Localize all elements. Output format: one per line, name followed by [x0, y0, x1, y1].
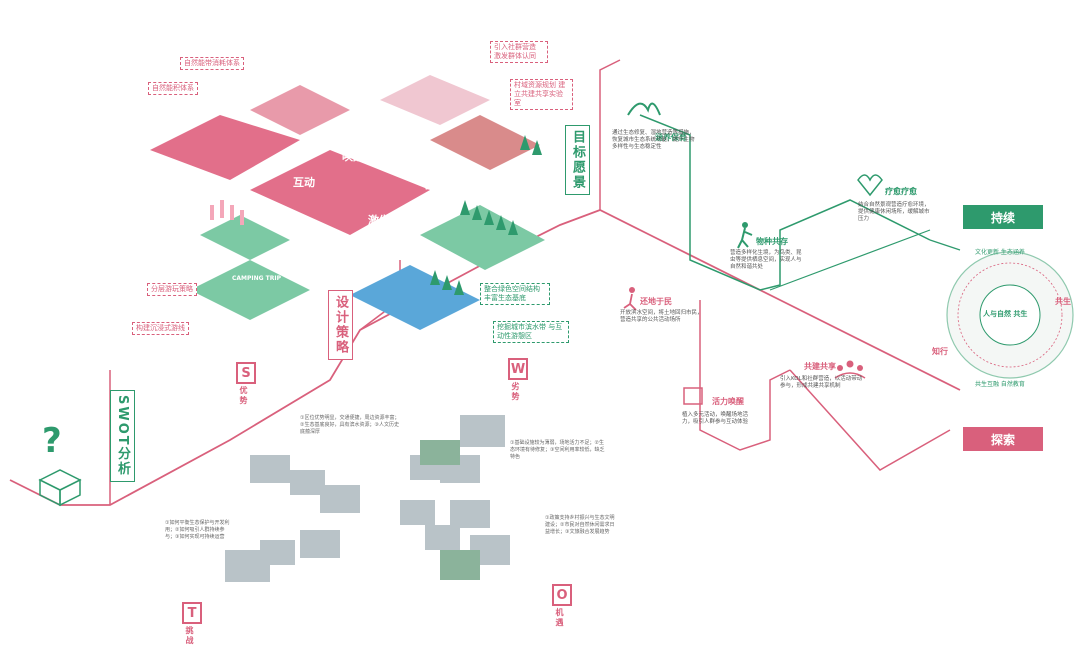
campus-sign: CAMPING TRIP: [232, 275, 282, 282]
goal-eco-desc: 通过生态修复、湿地营造等措施，恢复城市生态系统功能，提升生物多样性与生态稳定性: [612, 130, 695, 150]
center-word-4: 激发: [368, 214, 390, 227]
goal-species-desc: 营造多样化生境，为鸟类、昆虫等提供栖息空间，实现人与自然和谐共处: [730, 250, 802, 270]
label-community-building: 引入社群营造 激发群体认同: [490, 41, 548, 63]
swot-o-word: 机遇: [555, 608, 564, 628]
goal-return: 还地于民: [640, 297, 672, 306]
goal-return-desc: 开放滨水空间，将土地回归市民，营造共享的公共活动场所: [620, 310, 703, 323]
section-goal-vision: 目标愿景: [565, 125, 590, 195]
goal-eco: 涵养保育: [655, 133, 687, 142]
goal-health: 疗愈疗愈: [885, 187, 917, 196]
circle-center: 人与自然 共生: [983, 310, 1028, 318]
center-word-3: 投入: [425, 178, 447, 191]
section-swot: SWOT分析: [110, 390, 135, 482]
swot-t-text: ①如何平衡生态保护与开发利用；②如何吸引人群持续参与；③如何实现可持续运营: [165, 520, 230, 540]
label-immersive-tour: 构建沉浸式游线: [132, 322, 189, 335]
goal-species: 物种共存: [756, 237, 788, 246]
svg-text:?: ?: [42, 421, 62, 461]
goal-community-desc: 引入KOL和社群营造，以活动带动参与，形成共建共享机制: [780, 376, 863, 389]
swot-t-letter: T: [182, 602, 202, 624]
circle-right: 共生: [1055, 297, 1071, 306]
swot-s-word: 优势: [239, 386, 248, 406]
label-natural-consumption: 自然能带消耗体系: [180, 57, 244, 70]
label-play-strategy: 分层游玩策略: [147, 283, 197, 296]
swot-o-letter: O: [552, 584, 572, 606]
swot-s-text: ①区位优势明显，交通便捷，周边资源丰富；②生态基底良好，具有滨水资源；③人文历史…: [300, 415, 400, 435]
swot-w-letter: W: [508, 358, 528, 380]
center-word-1: 唤醒: [342, 150, 364, 163]
swot-o-text: ①政策支持乡村振兴与生态文明建设；②市民对自然休闲需求日益增长；③文旅融合发展趋…: [545, 515, 615, 535]
swot-t-word: 挑战: [185, 626, 194, 646]
banner-sustain: 持续: [963, 205, 1043, 229]
swot-w-text: ①基础设施较为薄弱，场地活力不足；②生态环境有待修复；③空间利用率较低，缺乏特色: [510, 440, 605, 460]
banner-explore: 探索: [963, 427, 1043, 451]
goal-community: 共建共享: [804, 362, 836, 371]
circle-top: 文化更新 生态涵养: [975, 249, 1025, 256]
circle-left: 知行: [932, 347, 948, 356]
label-waterfront: 挖掘城市滨水带 与互动性游憩区: [493, 321, 569, 343]
label-green-space: 整合绿色空间结构 丰富生态基底: [480, 283, 550, 305]
label-village-governance: 村域资源规划 建立共建共享实验室: [510, 79, 573, 110]
goal-vitality-desc: 植入多元活动，唤醒场地活力，吸引人群参与互动体验: [682, 412, 749, 425]
goal-vitality: 活力唤醒: [712, 397, 744, 406]
section-design-strategy: 设计策略: [328, 290, 353, 360]
circle-bottom: 共生互融 自然教育: [975, 381, 1025, 388]
goal-health-desc: 结合自然景观营造疗愈环境，提供健康休闲场所，缓解城市压力: [858, 202, 930, 222]
center-word-2: 互动: [293, 176, 315, 189]
swot-w-word: 劣势: [511, 382, 520, 402]
swot-s-letter: S: [236, 362, 256, 384]
label-natural-accumulation: 自然能积体系: [148, 82, 198, 95]
